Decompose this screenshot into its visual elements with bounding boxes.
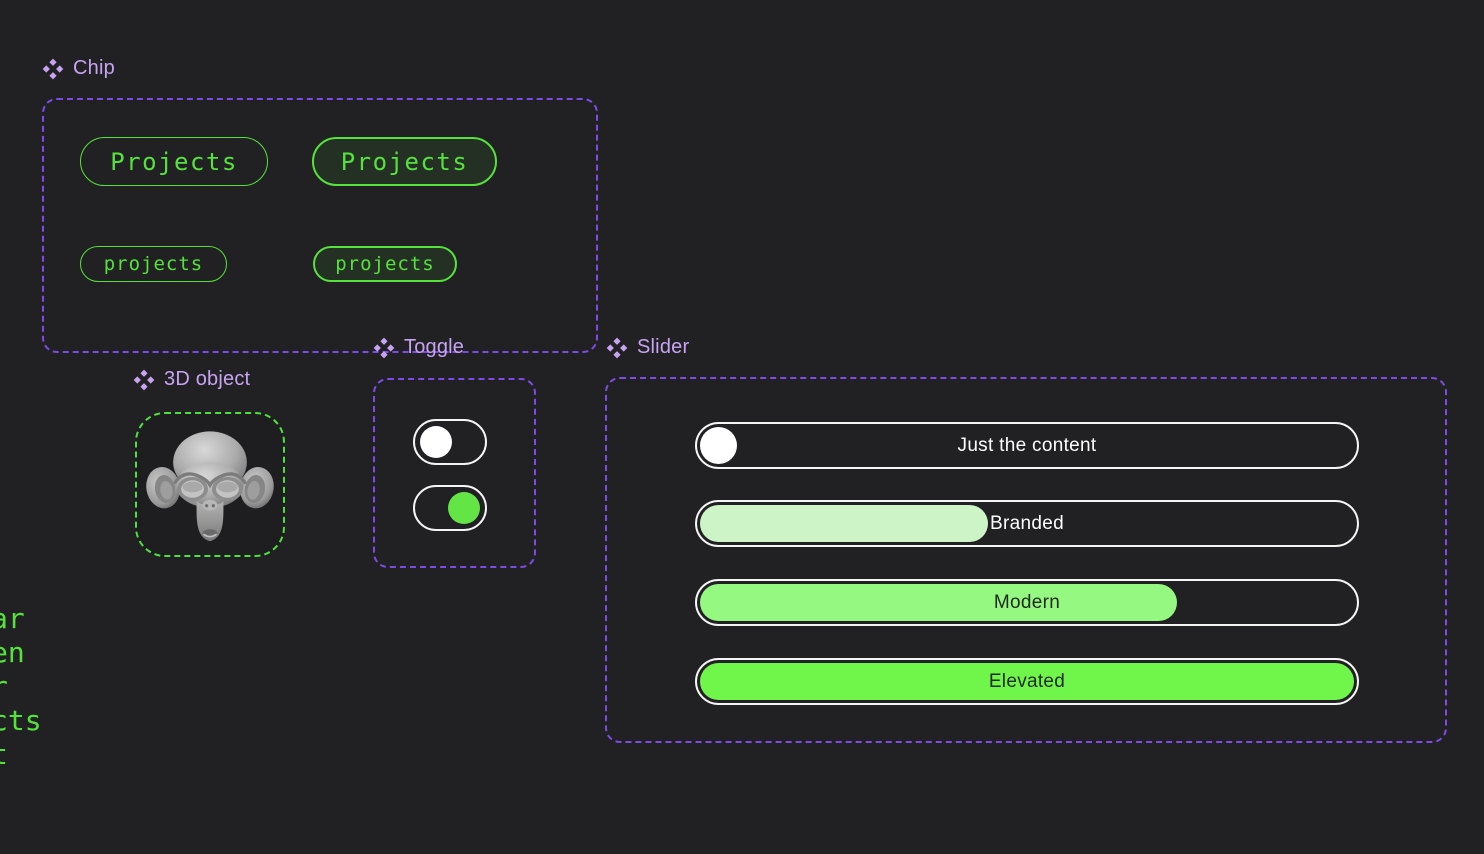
clipped-code-text: ar en r cts t [0, 602, 42, 771]
slider-label: Just the content [957, 434, 1097, 456]
toggle-frame-title: Toggle [404, 336, 465, 358]
slider-branded[interactable]: Branded [695, 500, 1359, 547]
toggle-knob[interactable] [420, 426, 452, 458]
toggle-switch-off[interactable] [413, 419, 487, 465]
component-diamonds-icon [42, 58, 64, 79]
chip-projects-large-filled[interactable]: Projects [312, 137, 497, 186]
slider-elevated[interactable]: Elevated [695, 658, 1359, 705]
chip-projects-small-filled[interactable]: projects [313, 246, 457, 282]
toggle-frame[interactable] [373, 378, 536, 568]
slider-just-the-content[interactable]: Just the content [695, 422, 1359, 469]
chip-projects-large-outline[interactable]: Projects [80, 137, 268, 186]
chip-frame[interactable]: Projects Projects projects projects [42, 98, 598, 353]
toggle-knob[interactable] [448, 492, 480, 524]
slider-modern[interactable]: Modern [695, 579, 1359, 626]
object3d-frame-label[interactable]: 3D object [133, 368, 250, 391]
slider-fill[interactable] [700, 584, 1178, 621]
toggle-frame-label[interactable]: Toggle [373, 336, 464, 359]
object3d-frame[interactable] [135, 412, 285, 557]
chip-projects-small-outline[interactable]: projects [80, 246, 227, 282]
slider-frame-label[interactable]: Slider [606, 336, 689, 359]
component-diamonds-icon [606, 337, 628, 358]
chip-frame-title: Chip [73, 57, 115, 79]
object3d-frame-title: 3D object [164, 368, 251, 390]
slider-frame[interactable]: Just the content Branded Modern Elevated [605, 377, 1447, 743]
suzanne-monkey-3d-model[interactable] [143, 418, 277, 552]
slider-frame-title: Slider [637, 336, 690, 358]
component-diamonds-icon [133, 369, 155, 390]
toggle-switch-on[interactable] [413, 485, 487, 531]
component-diamonds-icon [373, 337, 395, 358]
slider-fill[interactable] [700, 505, 988, 542]
slider-knob[interactable] [700, 427, 737, 464]
slider-fill[interactable] [700, 663, 1354, 700]
chip-frame-label[interactable]: Chip [42, 57, 115, 80]
